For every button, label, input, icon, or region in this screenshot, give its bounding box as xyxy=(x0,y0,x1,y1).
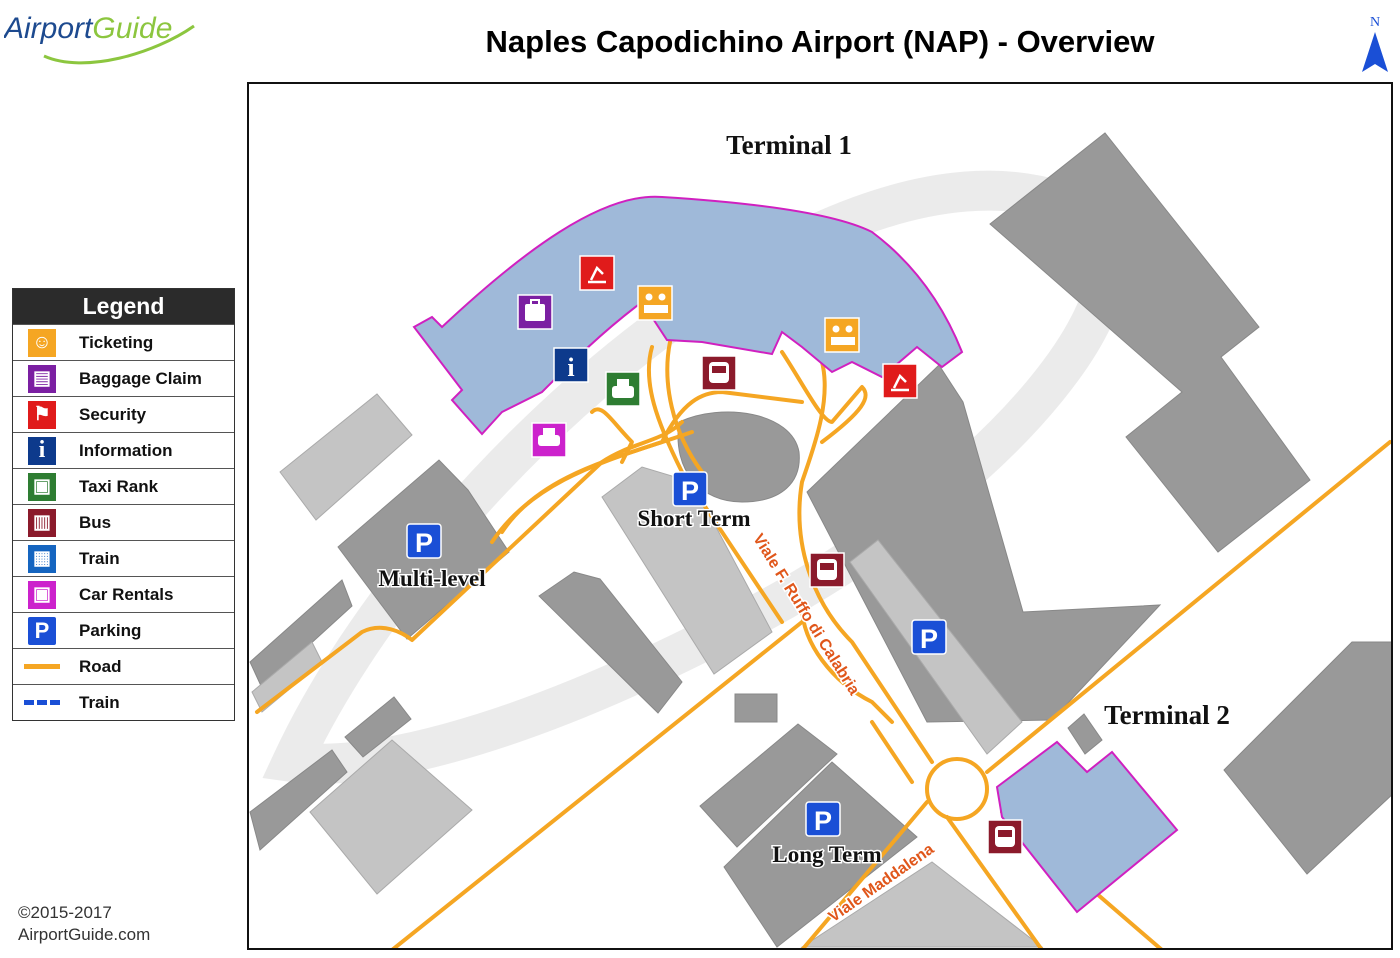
copyright-site: AirportGuide.com xyxy=(18,925,151,944)
legend-label: Train xyxy=(79,548,120,568)
car-rental-icon xyxy=(531,422,567,458)
svg-text:P: P xyxy=(415,528,433,558)
roundabout xyxy=(925,757,989,821)
road xyxy=(391,620,804,948)
road xyxy=(780,350,868,444)
legend-label: Parking xyxy=(79,620,142,640)
ticketing-icon xyxy=(824,317,860,353)
train-line-icon xyxy=(24,700,60,705)
building xyxy=(723,761,918,948)
building xyxy=(344,696,412,758)
building xyxy=(1223,641,1391,875)
legend-item-information: i Information xyxy=(13,432,234,468)
legend-label: Taxi Rank xyxy=(79,476,159,496)
legend-label: Road xyxy=(79,656,122,676)
taxi-rank-icon xyxy=(605,371,641,407)
security-icon xyxy=(579,255,615,291)
multilevel-parking-label: Multi-level xyxy=(378,566,485,591)
road-line-icon xyxy=(24,664,60,669)
legend-item-security: ⚑ Security xyxy=(13,396,234,432)
legend-item-road: Road xyxy=(13,648,234,684)
bus-icon xyxy=(987,819,1023,855)
building xyxy=(734,693,778,723)
map-legend: Legend ☺ Ticketing ▤ Baggage Claim ⚑ Sec… xyxy=(12,288,235,721)
building xyxy=(538,571,683,714)
long-term-parking-label: Long Term xyxy=(772,842,881,867)
train-icon: ▦ xyxy=(27,543,57,574)
legend-label: Baggage Claim xyxy=(79,368,202,388)
legend-item-baggage-claim: ▤ Baggage Claim xyxy=(13,360,234,396)
svg-text:P: P xyxy=(920,624,938,654)
svg-text:AirportGuide: AirportGuide xyxy=(4,12,172,45)
security-icon xyxy=(882,363,918,399)
legend-label: Train xyxy=(79,692,120,712)
legend-label: Ticketing xyxy=(79,332,154,352)
parking-icon: P xyxy=(805,801,841,837)
building xyxy=(249,579,353,689)
parking-icon: P xyxy=(27,615,57,646)
north-arrow-icon: N xyxy=(1358,10,1392,80)
road xyxy=(797,360,934,764)
airport-map[interactable]: Terminal 1 Terminal 2 Multi-level Short … xyxy=(247,82,1393,950)
road xyxy=(870,720,914,784)
building xyxy=(800,861,1044,948)
taxi-icon: ▣ xyxy=(27,471,57,502)
information-icon: i xyxy=(553,347,589,383)
bus-icon xyxy=(809,552,845,588)
building xyxy=(249,749,348,851)
legend-item-ticketing: ☺ Ticketing xyxy=(13,324,234,360)
building xyxy=(989,132,1311,553)
svg-text:P: P xyxy=(814,806,832,836)
svg-text:N: N xyxy=(1370,15,1380,30)
legend-item-taxi-rank: ▣ Taxi Rank xyxy=(13,468,234,504)
parking-icon: P xyxy=(406,523,442,559)
legend-label: Security xyxy=(79,404,147,424)
copyright: ©2015-2017 AirportGuide.com xyxy=(18,902,150,946)
road xyxy=(665,340,704,474)
building xyxy=(806,364,1162,723)
road xyxy=(590,407,634,464)
bus-icon xyxy=(701,355,737,391)
legend-item-parking: P Parking xyxy=(13,612,234,648)
parking-icon: P xyxy=(672,471,708,507)
svg-text:i: i xyxy=(567,353,574,382)
legend-item-bus: ▥ Bus xyxy=(13,504,234,540)
road xyxy=(945,815,1044,948)
legend-label: Bus xyxy=(79,512,112,532)
security-icon: ⚑ xyxy=(27,399,57,430)
car-rental-icon: ▣ xyxy=(27,579,57,610)
road xyxy=(801,800,929,948)
bus-icon: ▥ xyxy=(27,507,57,538)
page-title: Naples Capodichino Airport (NAP) - Overv… xyxy=(485,24,1155,59)
short-term-parking-label: Short Term xyxy=(637,506,750,531)
legend-title: Legend xyxy=(13,289,234,324)
legend-item-train-line: Train xyxy=(13,684,234,720)
ticketing-icon xyxy=(637,285,673,321)
legend-label: Information xyxy=(79,440,173,460)
building xyxy=(309,739,473,895)
ticketing-icon: ☺ xyxy=(27,327,57,358)
baggage-icon: ▤ xyxy=(27,363,57,394)
terminal-2-building xyxy=(995,740,1179,914)
information-icon: i xyxy=(27,435,57,466)
terminal-2-label: Terminal 2 xyxy=(1104,700,1230,730)
svg-text:P: P xyxy=(681,476,699,506)
building xyxy=(699,723,838,848)
legend-item-car-rentals: ▣ Car Rentals xyxy=(13,576,234,612)
parking-icon: P xyxy=(911,619,947,655)
legend-item-train: ▦ Train xyxy=(13,540,234,576)
road xyxy=(985,440,1391,774)
baggage-claim-icon xyxy=(517,294,553,330)
building xyxy=(601,466,773,675)
airportguide-logo: AirportGuide xyxy=(2,4,204,68)
legend-label: Car Rentals xyxy=(79,584,174,604)
terminal-1-label: Terminal 1 xyxy=(726,130,852,160)
road xyxy=(646,345,784,624)
building xyxy=(279,393,413,521)
terminal-1-building xyxy=(412,195,964,436)
road xyxy=(800,605,894,724)
building xyxy=(1067,713,1103,755)
copyright-years: ©2015-2017 xyxy=(18,903,112,922)
